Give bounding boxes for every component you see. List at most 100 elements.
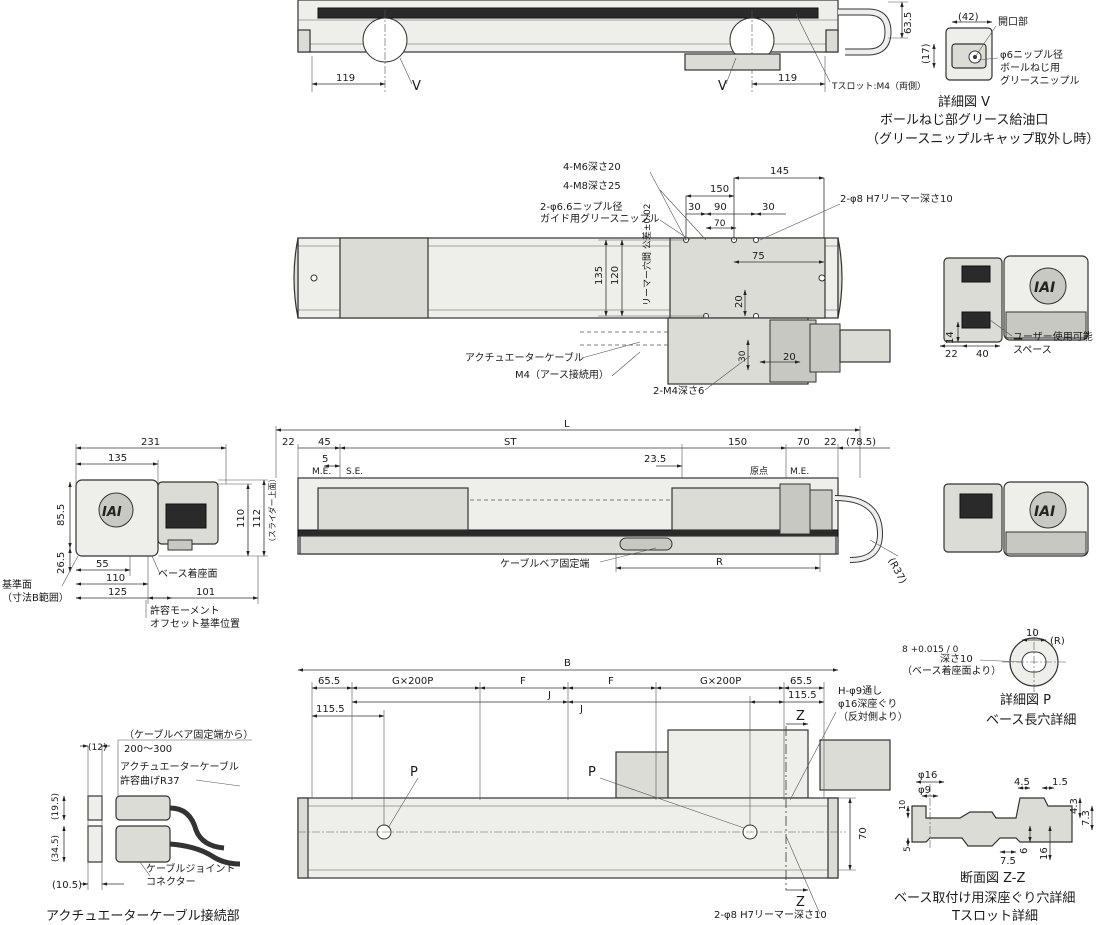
sl-dim-85-5: 85.5 [56, 504, 67, 526]
detail-v-nipple-2: ボールねじ用 [1000, 62, 1060, 74]
cd-dim-10-5: (10.5) [52, 880, 82, 891]
side-view [275, 426, 899, 572]
plan-dim-70: 70 [714, 219, 726, 229]
zz-dim-10: 10 [898, 800, 907, 810]
zz-dim-1-5: 1.5 [1052, 777, 1068, 788]
zz-phi16: φ16 [918, 770, 937, 781]
detail-p-depth: 深さ10 [940, 653, 973, 665]
side-se: S.E. [346, 467, 363, 477]
plan-dim-75: 75 [752, 251, 765, 262]
side-L: L [564, 419, 570, 430]
sl-dim-26-5: 26.5 [56, 552, 67, 574]
sl-moment-2: オフセット基準位置 [150, 617, 240, 630]
zz-caption-3: Tスロット詳細 [951, 908, 1038, 924]
sl-dim-231: 231 [141, 437, 160, 448]
end-view-1-logo: IAI [1034, 280, 1055, 296]
sl-dim-101: 101 [196, 587, 215, 598]
side-dim-23-5: 23.5 [644, 454, 666, 465]
top-dim-119-right: 119 [778, 73, 797, 84]
bv-dim-115-5a: 115.5 [316, 704, 345, 715]
detail-v-nipple-1: φ6ニップル径 [1000, 48, 1063, 61]
cd-range: 200～300 [124, 744, 172, 755]
zz-caption-2: ベース取付け用深座ぐり穴詳細 [894, 890, 1075, 906]
cd-joint-1: ケーブルジョイント [146, 862, 235, 875]
section-zz-drawing [906, 780, 1094, 861]
top-marker-v-left: V [412, 79, 421, 94]
zz-dim-7-5: 7.5 [1000, 856, 1016, 867]
end-view-1 [939, 255, 1089, 348]
sl-dim-112: 112 [252, 509, 263, 528]
cd-joint-2: コネクター [146, 876, 196, 888]
detail-v-dim-17: (17) [921, 43, 932, 64]
bv-J1: J [547, 690, 551, 701]
detail-v-dim-42: (42) [958, 12, 979, 23]
top-t-slot-note: Tスロット:M4（両側） [831, 80, 926, 92]
bv-g200b: G×200P [700, 676, 741, 687]
side-dim-150: 150 [728, 437, 747, 448]
cd-dim-19-5: (19.5) [51, 793, 61, 820]
detail-v-nipple-3: グリースニップル [1000, 74, 1080, 87]
side-dim-22a: 22 [282, 437, 295, 448]
top-view [297, 0, 908, 92]
cd-cable-2: 許容曲げR37 [120, 774, 180, 787]
end1-dim-14: 14 [945, 331, 956, 344]
sl-slider-top: （スライダー上面） [267, 474, 277, 546]
detail-v-drawing [932, 20, 999, 81]
side-dim-70: 70 [797, 437, 810, 448]
detail-v-caption-2: ボールねじ部グリース給油口 [880, 113, 1048, 128]
bv-Z-bottom: Z [796, 895, 805, 910]
side-dim-78-5: (78.5) [846, 437, 876, 448]
section-left [61, 444, 268, 618]
plan-dim-145: 145 [770, 166, 789, 177]
side-origin: 原点 [750, 466, 768, 477]
side-me-left: M.E. [312, 467, 331, 477]
plan-dim-135: 135 [594, 266, 605, 285]
side-cable-fixed: ケーブルベア固定端 [500, 557, 589, 570]
cd-dim-12: (12) [88, 743, 106, 753]
bv-P1: P [410, 765, 418, 780]
sl-moment-1: 許容モーメント [150, 604, 220, 617]
cd-caption: アクチュエーターケーブル接続部 [46, 908, 240, 924]
detail-p-dim-10: 10 [1026, 628, 1039, 639]
detail-p-drawing [979, 628, 1066, 692]
bv-g200a: G×200P [392, 676, 433, 687]
plan-dim-150: 150 [710, 184, 729, 195]
sl-ref-2: （寸法B範囲） [2, 591, 69, 604]
plan-m6: 4-M6深さ20 [563, 161, 621, 173]
bv-F1: F [520, 676, 526, 687]
detail-p-r: (R) [1050, 636, 1065, 647]
end1-dim-40: 40 [976, 349, 989, 360]
side-R: R [716, 557, 723, 568]
detail-p-from-base: （ベース着座面より） [902, 664, 1001, 677]
detail-v-opening: 開口部 [998, 15, 1028, 28]
plan-dim-20a: 20 [734, 295, 745, 308]
detail-v-caption-3: （グリースニップルキャップ取外し時） [866, 132, 1098, 147]
sl-dim-110w: 110 [106, 573, 125, 584]
plan-dim-120: 120 [610, 266, 621, 285]
end1-user-space-2: スペース [1013, 345, 1052, 356]
bv-dim-65-5b: 65.5 [790, 676, 812, 687]
cd-dim-34-5: (34.5) [51, 835, 61, 862]
plan-cable: アクチュエーターケーブル [465, 351, 584, 364]
plan-dim-30c: 30 [738, 350, 748, 362]
side-me-right: M.E. [790, 467, 809, 477]
sl-dim-135: 135 [108, 453, 127, 464]
zz-dim-7-3: 7.3 [1081, 810, 1092, 826]
plan-m4-depth: 2-M4深さ6 [653, 385, 704, 397]
plan-dim-20b: 20 [783, 352, 796, 363]
side-dim-45: 45 [318, 437, 331, 448]
cable-detail-drawing [62, 739, 252, 890]
bv-dim-115-5b: 115.5 [788, 690, 817, 701]
detail-v-caption-1: 詳細図 V [938, 94, 990, 110]
side-ST: ST [504, 437, 517, 448]
plan-dim-30b: 30 [762, 202, 775, 213]
top-marker-v-right: V [718, 79, 727, 94]
plan-dim-90: 90 [714, 202, 727, 213]
plan-nipple-a: 2-φ6.6ニップル径 [540, 200, 622, 213]
bv-h-holes-3: （反対側より） [838, 710, 908, 723]
end-view-2 [943, 481, 1089, 557]
plan-dim-30a: 30 [688, 202, 701, 213]
side-dim-5: 5 [322, 454, 328, 465]
zz-caption-1: 断面図 Z-Z [960, 871, 1026, 886]
